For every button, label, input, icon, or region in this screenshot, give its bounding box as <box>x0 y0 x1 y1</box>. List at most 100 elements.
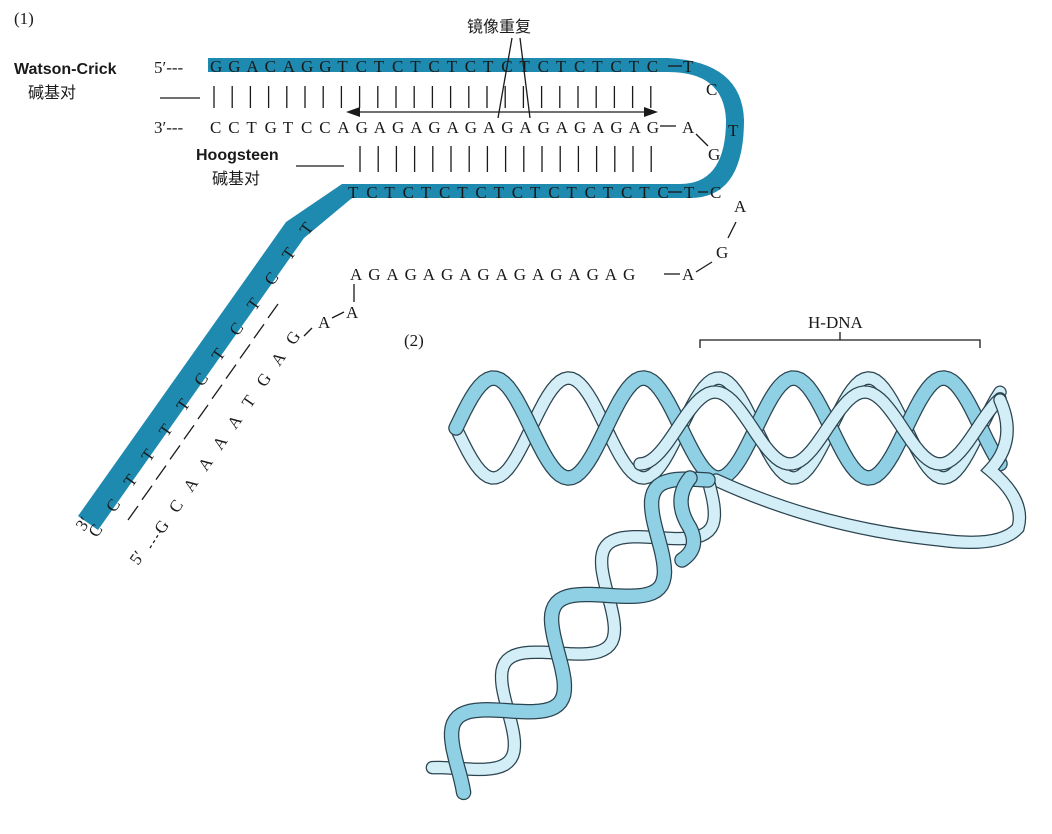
mid-base-12: G <box>428 118 440 137</box>
unpaired-base-7: G <box>477 265 489 284</box>
diag-comp-base-3: T <box>238 391 260 411</box>
top-base-0: G <box>210 57 222 76</box>
mid-base-22: G <box>610 118 622 137</box>
diag-pair-6 <box>183 424 195 440</box>
mid-base-5: C <box>301 118 312 137</box>
duplex-strand-dark <box>445 472 715 799</box>
third-base-10: T <box>530 183 541 202</box>
hairpin-base-5: T <box>684 183 695 202</box>
unpaired-base-11: G <box>550 265 562 284</box>
h-dna-ribbon-model <box>425 370 1027 801</box>
diag-comp-base-8: C <box>165 496 187 516</box>
hairpin-base-2: C <box>706 80 717 99</box>
mid-base-16: G <box>501 118 513 137</box>
top-base-19: T <box>556 57 567 76</box>
mid-base-8: G <box>356 118 368 137</box>
third-base-8: T <box>494 183 505 202</box>
hoogsteen-pair-lines <box>359 146 652 172</box>
mid-base-21: A <box>592 118 605 137</box>
unpaired-base-4: A <box>423 265 436 284</box>
top-base-1: G <box>228 57 240 76</box>
diag-comp-base-6: A <box>194 453 217 475</box>
mid-base-17: A <box>519 118 532 137</box>
top-base-3: C <box>265 57 276 76</box>
watson-crick-base-pair-label: 碱基对 <box>28 84 76 102</box>
diagonal-pair-lines <box>127 303 279 521</box>
top-base-22: C <box>610 57 621 76</box>
complement-end-5prime: 5′ <box>126 547 149 568</box>
diag-pair-9 <box>141 485 153 501</box>
diag-comp-base-5: A <box>209 432 232 454</box>
mid-base-19: A <box>556 118 569 137</box>
unpaired-base-10: A <box>532 265 545 284</box>
hdna-label: H-DNA <box>808 313 863 332</box>
third-base-4: T <box>421 183 432 202</box>
top-base-10: C <box>392 57 403 76</box>
middle-end-base: A <box>682 118 695 137</box>
unpaired-base-12: A <box>568 265 581 284</box>
turn-base-a: A <box>346 303 359 322</box>
unpaired-base-0: A <box>350 265 363 284</box>
top-base-17: T <box>519 57 530 76</box>
top-base-14: C <box>465 57 476 76</box>
diag-comp-base-7: A <box>180 474 203 496</box>
duplex-strand-light <box>426 474 720 775</box>
diag-comp-base-2: G <box>253 369 276 390</box>
panel2-label: (2) <box>404 331 424 350</box>
hairpin-loop: T C T A G T C A G A <box>660 57 747 284</box>
mid-base-9: A <box>374 118 387 137</box>
top-base-12: C <box>428 57 439 76</box>
loop-base-g: G <box>716 243 728 262</box>
top-base-5: G <box>301 57 313 76</box>
mid-base-10: G <box>392 118 404 137</box>
hoogsteen-base-pair-label: 碱基对 <box>212 170 260 188</box>
diag-pair-1 <box>253 323 265 339</box>
top-base-21: T <box>592 57 603 76</box>
top-base-23: T <box>629 57 640 76</box>
top-base-13: T <box>447 57 458 76</box>
diag-pair-4 <box>211 384 223 400</box>
watson-crick-pair-lines <box>213 86 652 108</box>
mid-base-4: T <box>283 118 294 137</box>
diag-pair-10 <box>127 505 139 521</box>
top-base-11: T <box>410 57 421 76</box>
mirror-center-line-left <box>497 37 513 119</box>
third-base-2: T <box>384 183 395 202</box>
hoogsteen-label: Hoogsteen <box>196 147 279 164</box>
mid-base-6: C <box>319 118 330 137</box>
diag-comp-base-4: A <box>223 411 246 433</box>
hairpin-base-4: G <box>708 145 720 164</box>
third-base-16: T <box>639 183 650 202</box>
top-base-7: T <box>337 57 348 76</box>
third-base-3: C <box>403 183 414 202</box>
diag-comp-base-0: G <box>282 327 305 348</box>
mid-base-1: C <box>228 118 239 137</box>
diag-pair-5 <box>197 404 209 420</box>
mid-base-13: A <box>447 118 460 137</box>
hairpin-base-6: C <box>710 183 721 202</box>
helix-connector <box>674 471 701 567</box>
helix-right-loop <box>710 394 1025 548</box>
helix-third-strand <box>634 386 1006 470</box>
third-base-17: C <box>657 183 668 202</box>
loop-base-a2: A <box>682 265 695 284</box>
third-base-6: T <box>457 183 468 202</box>
top-base-9: T <box>374 57 385 76</box>
hairpin-base-3: T <box>728 121 739 140</box>
top-base-15: T <box>483 57 494 76</box>
mid-base-3: G <box>265 118 277 137</box>
mid-base-15: A <box>483 118 496 137</box>
diag-pair-3 <box>225 364 237 379</box>
third-base-14: T <box>603 183 614 202</box>
unpaired-base-2: A <box>386 265 399 284</box>
arrowhead-right <box>644 107 658 117</box>
unpaired-base-8: A <box>496 265 509 284</box>
panel1-label: (1) <box>14 9 34 28</box>
turn-base-a2: A <box>318 313 331 332</box>
top-strand-prefix: 5′--- <box>154 58 184 77</box>
